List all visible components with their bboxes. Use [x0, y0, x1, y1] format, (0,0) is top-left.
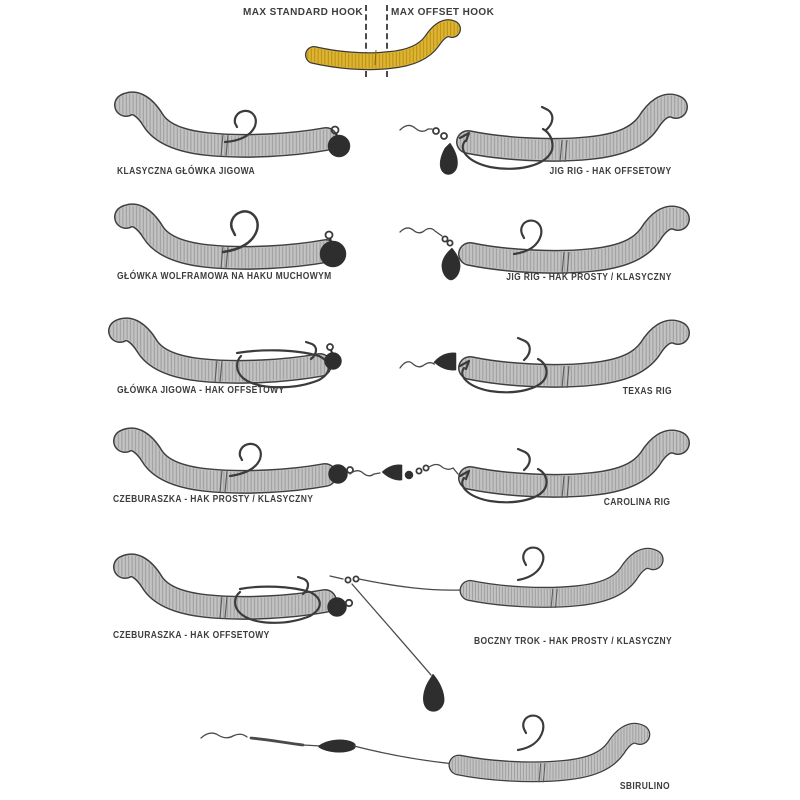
- max-standard-hook-label: MAX STANDARD HOOK: [243, 7, 363, 18]
- worm: [125, 439, 325, 492]
- bullet-weight: [381, 464, 403, 481]
- standard-hook-dashed-line: [365, 5, 367, 77]
- offset-hook: [234, 575, 321, 624]
- sbirolino-float: [318, 739, 356, 753]
- teardrop-weight: [423, 673, 445, 712]
- fishing-line: [399, 124, 433, 132]
- main-line: [349, 470, 381, 477]
- line: [302, 744, 322, 747]
- swivel: [415, 464, 430, 475]
- teardrop-weight: [439, 142, 458, 175]
- rig-illustration-sbirulino: [200, 714, 700, 798]
- jig-head-weight: [327, 125, 351, 158]
- max-offset-hook-label: MAX OFFSET HOOK: [391, 7, 495, 18]
- cheburashka-weight: [327, 597, 354, 617]
- dropper-line: [351, 583, 432, 676]
- swivel: [441, 235, 454, 247]
- tungsten-head-weight: [319, 230, 347, 268]
- rig-illustration-boczny-trok: [329, 546, 700, 712]
- fishing-line: [399, 361, 435, 369]
- classic-hook: [516, 546, 545, 582]
- rig-label-czeburaszka-prosty: CZEBURASZKA - HAK PROSTY / KLASYCZNY: [113, 494, 314, 505]
- rig-illustration-carolina-rig: [349, 420, 702, 520]
- rig-label-glowka-wolframowa: GŁÓWKA WOLFRAMOWA NA HAKU MUCHOWYM: [117, 271, 332, 282]
- rig-label-glowka-jigowa-offset: GŁÓWKA JIGOWA - HAK OFFSETOWY: [117, 385, 285, 396]
- offset-hook: [458, 447, 548, 504]
- rig-label-jig-rig-hak-offsetowy: JIG RIG - HAK OFFSETOWY: [550, 166, 672, 177]
- leader-line: [353, 745, 456, 765]
- worm: [125, 565, 325, 618]
- worm: [126, 215, 326, 268]
- rig-label-jig-rig-hak-prosty: JIG RIG - HAK PROSTY / KLASYCZNY: [506, 272, 672, 283]
- offset-hook: [458, 105, 554, 170]
- fishing-line: [399, 227, 443, 237]
- bead: [404, 470, 414, 480]
- leader-line: [428, 463, 459, 475]
- cheburashka-weight: [328, 464, 354, 484]
- worm: [470, 441, 678, 498]
- rig-label-boczny-trok: BOCZNY TROK - HAK PROSTY / KLASYCZNY: [473, 636, 672, 647]
- side-leader-line: [358, 578, 463, 591]
- swivel: [432, 127, 448, 140]
- yellow-worm-illustration: [305, 19, 461, 71]
- classic-hook: [516, 714, 545, 752]
- yellow-worm: [305, 19, 461, 71]
- jig-head-weight: [324, 343, 342, 370]
- worm: [470, 331, 678, 388]
- worm: [120, 329, 320, 382]
- worm: [459, 733, 640, 782]
- worm: [468, 105, 676, 162]
- rig-illustration-czeburaszka-prosty: [100, 420, 354, 520]
- main-line: [200, 732, 248, 739]
- worm: [470, 558, 653, 608]
- rig-illustration-jig-rig-hak-offsetowy: [399, 86, 700, 175]
- rig-illustration-czeburaszka-offset: [100, 538, 354, 653]
- jig-hook: [223, 109, 257, 144]
- offset-hook: [458, 336, 548, 394]
- main-line: [329, 575, 344, 580]
- rig-illustration-glowka-wolframowa: [103, 196, 347, 301]
- classic-hook: [512, 219, 543, 256]
- line-thick-section: [249, 736, 305, 747]
- worm: [470, 217, 678, 274]
- bullet-weight: [433, 352, 457, 371]
- classic-hook: [228, 442, 262, 478]
- rig-label-texas-rig: TEXAS RIG: [622, 386, 672, 397]
- rig-illustration-texas-rig: [399, 310, 700, 420]
- rig-illustration-jig-rig-hak-prosty: [399, 196, 700, 306]
- rig-illustration-glowka-jigowa-offset: [103, 310, 342, 415]
- offset-hook-dashed-line: [386, 5, 388, 77]
- three-way-swivel: [344, 575, 360, 584]
- rig-label-klasyczna-glowka-jigowa: KLASYCZNA GŁÓWKA JIGOWA: [117, 166, 256, 177]
- fly-hook: [221, 210, 259, 254]
- diamond-weight: [441, 247, 461, 281]
- rig-label-czeburaszka-offset: CZEBURASZKA - HAK OFFSETOWY: [113, 630, 270, 641]
- worm: [126, 103, 326, 156]
- rig-illustration-klasyczna-glowka-jigowa: [103, 86, 351, 191]
- rig-label-sbirulino: SBIRULINO: [619, 781, 670, 792]
- rig-label-carolina-rig: CAROLINA RIG: [603, 497, 670, 508]
